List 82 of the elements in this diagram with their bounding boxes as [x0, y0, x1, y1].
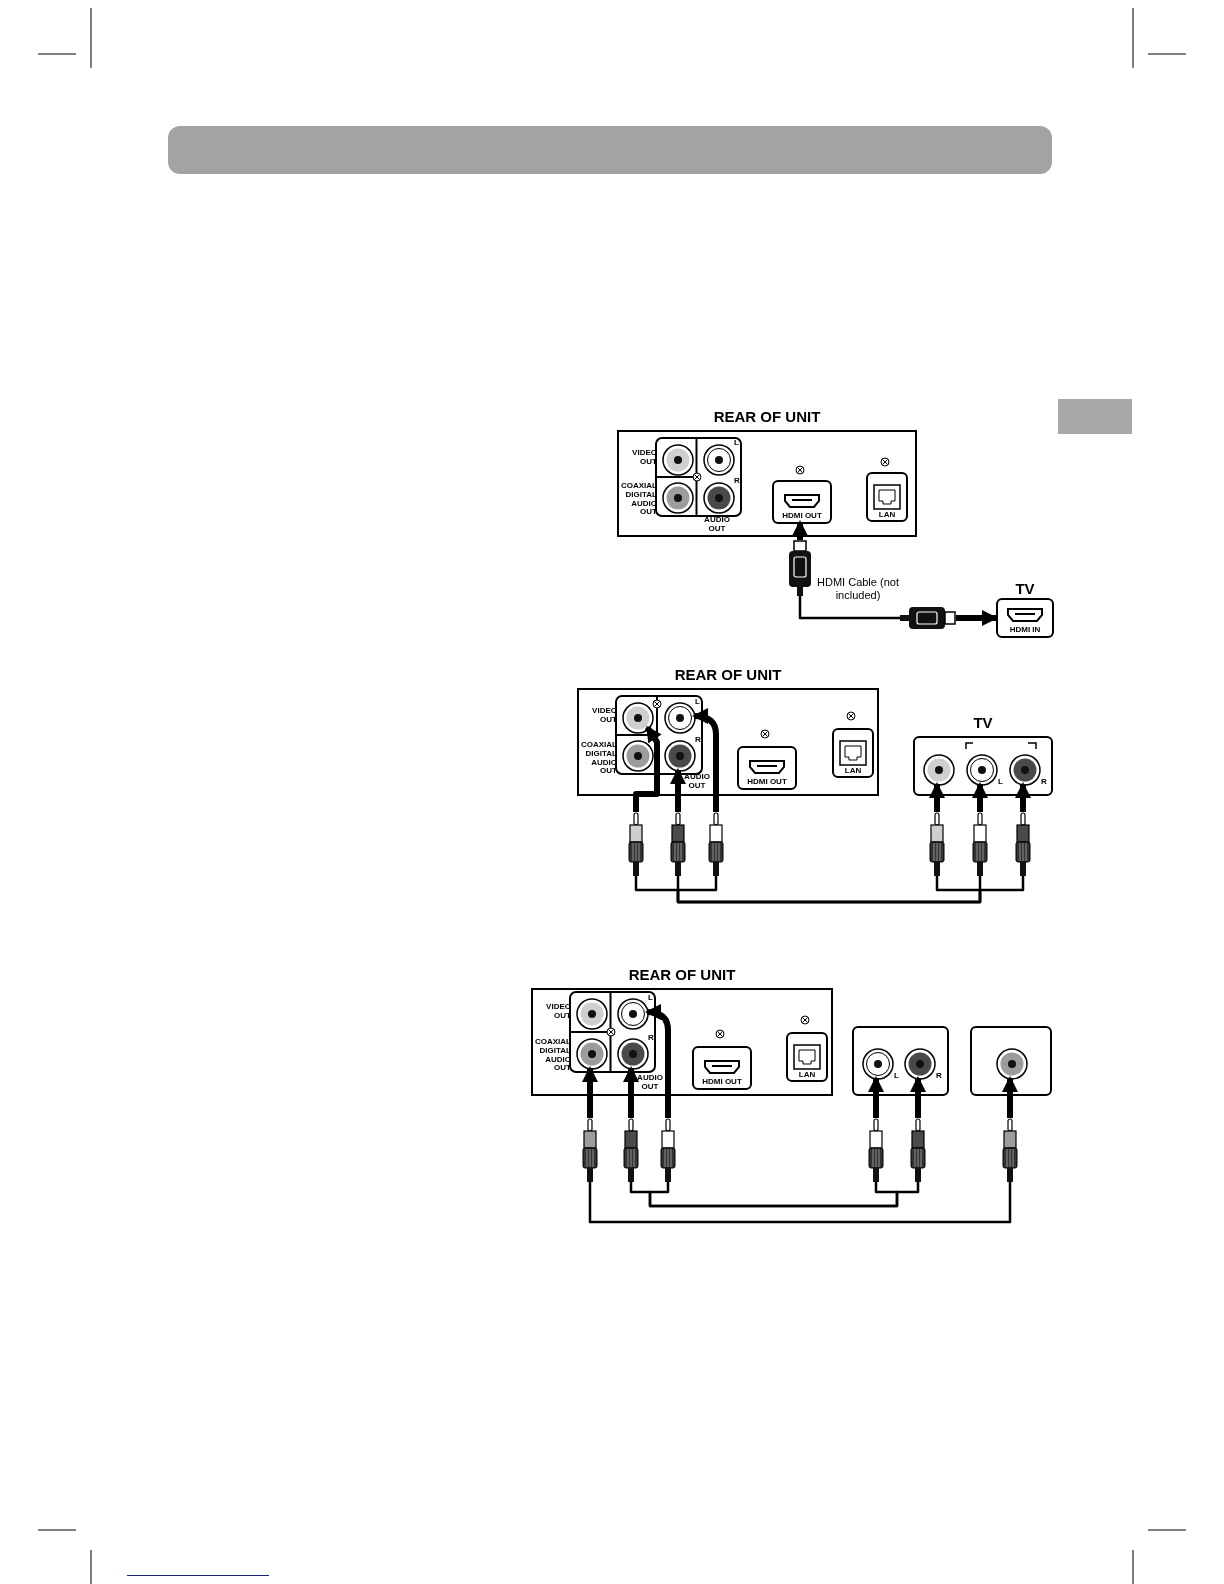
rca-plug	[581, 1118, 599, 1182]
device-panel	[852, 1026, 949, 1096]
rca-jack	[703, 444, 735, 476]
rca-jack	[576, 1038, 608, 1070]
arrow	[910, 1076, 926, 1118]
arrow	[929, 782, 945, 812]
arrow	[1002, 1076, 1018, 1118]
jack-label: R	[1041, 778, 1048, 787]
arrow	[956, 610, 998, 626]
cable-line	[588, 1182, 1012, 1224]
rca-jack	[904, 1048, 936, 1080]
jack-label: L	[695, 698, 701, 707]
rca-jack	[664, 740, 696, 772]
hdmi-port	[737, 746, 797, 790]
jack-label: L	[998, 778, 1004, 787]
jack-label: L	[648, 994, 654, 1003]
panel-title: REAR OF UNIT	[712, 408, 822, 426]
rca-plug	[867, 1118, 885, 1182]
jack-label: AUDIO OUT	[703, 516, 731, 534]
rca-jack	[862, 1048, 894, 1080]
arrow	[868, 1076, 884, 1118]
panel-title: REAR OF UNIT	[673, 666, 783, 684]
side-tab	[1058, 399, 1132, 434]
port-label: HDMI OUT	[702, 1078, 742, 1086]
jack-label: AUDIO OUT	[636, 1074, 664, 1092]
arrow	[670, 768, 686, 812]
rca-plug	[659, 1118, 677, 1182]
rca-plug	[909, 1118, 927, 1182]
port-label: LAN	[878, 511, 896, 519]
rca-jack	[1009, 754, 1041, 786]
cable-line	[798, 596, 900, 620]
hdmi-plug	[900, 606, 956, 630]
jack-label: R	[734, 477, 741, 486]
panel-title: TV	[1014, 580, 1036, 598]
rca-jack	[703, 482, 735, 514]
rca-jack	[617, 998, 649, 1030]
lan-port	[786, 1032, 828, 1082]
arrow	[645, 1004, 671, 1118]
arrow	[692, 708, 719, 812]
lan-port	[866, 472, 908, 522]
arrow	[792, 520, 808, 540]
rca-plug	[928, 812, 946, 876]
rca-jack	[662, 444, 694, 476]
rca-jack	[617, 1038, 649, 1070]
hdmi-port	[692, 1046, 752, 1090]
arrow	[633, 725, 662, 812]
rca-jack	[923, 754, 955, 786]
rca-jack	[576, 998, 608, 1030]
panel-title: TV	[972, 714, 994, 732]
rca-plug	[707, 812, 725, 876]
rca-plug	[622, 1118, 640, 1182]
rca-plug	[627, 812, 645, 876]
rca-jack	[662, 482, 694, 514]
jack-label: R	[648, 1034, 655, 1043]
port-label: HDMI OUT	[747, 778, 787, 786]
rca-jack	[996, 1048, 1028, 1080]
port-label: HDMI OUT	[782, 512, 822, 520]
jack-label: R	[936, 1072, 943, 1081]
rca-plug	[1001, 1118, 1019, 1182]
header-bar	[168, 126, 1052, 174]
rca-plug	[971, 812, 989, 876]
rca-jack	[966, 754, 998, 786]
arrow	[623, 1066, 639, 1118]
hdmi-plug	[788, 540, 812, 596]
panel-title: REAR OF UNIT	[627, 966, 737, 984]
rca-jack	[664, 702, 696, 734]
rca-plug	[1014, 812, 1032, 876]
rca-plug	[669, 812, 687, 876]
arrow	[972, 782, 988, 812]
rca-jack	[622, 702, 654, 734]
port-label: LAN	[798, 1071, 816, 1079]
lan-port	[832, 728, 874, 778]
hdmi-port	[772, 480, 832, 524]
rca-jack	[622, 740, 654, 772]
port-label: LAN	[844, 767, 862, 775]
port-label: HDMI IN	[1009, 626, 1041, 634]
arrow	[582, 1066, 598, 1118]
jack-label: L	[894, 1072, 900, 1081]
jack-label: L	[734, 439, 740, 448]
jack-label: R	[695, 736, 702, 745]
device-panel	[970, 1026, 1052, 1096]
arrow	[1015, 782, 1031, 812]
